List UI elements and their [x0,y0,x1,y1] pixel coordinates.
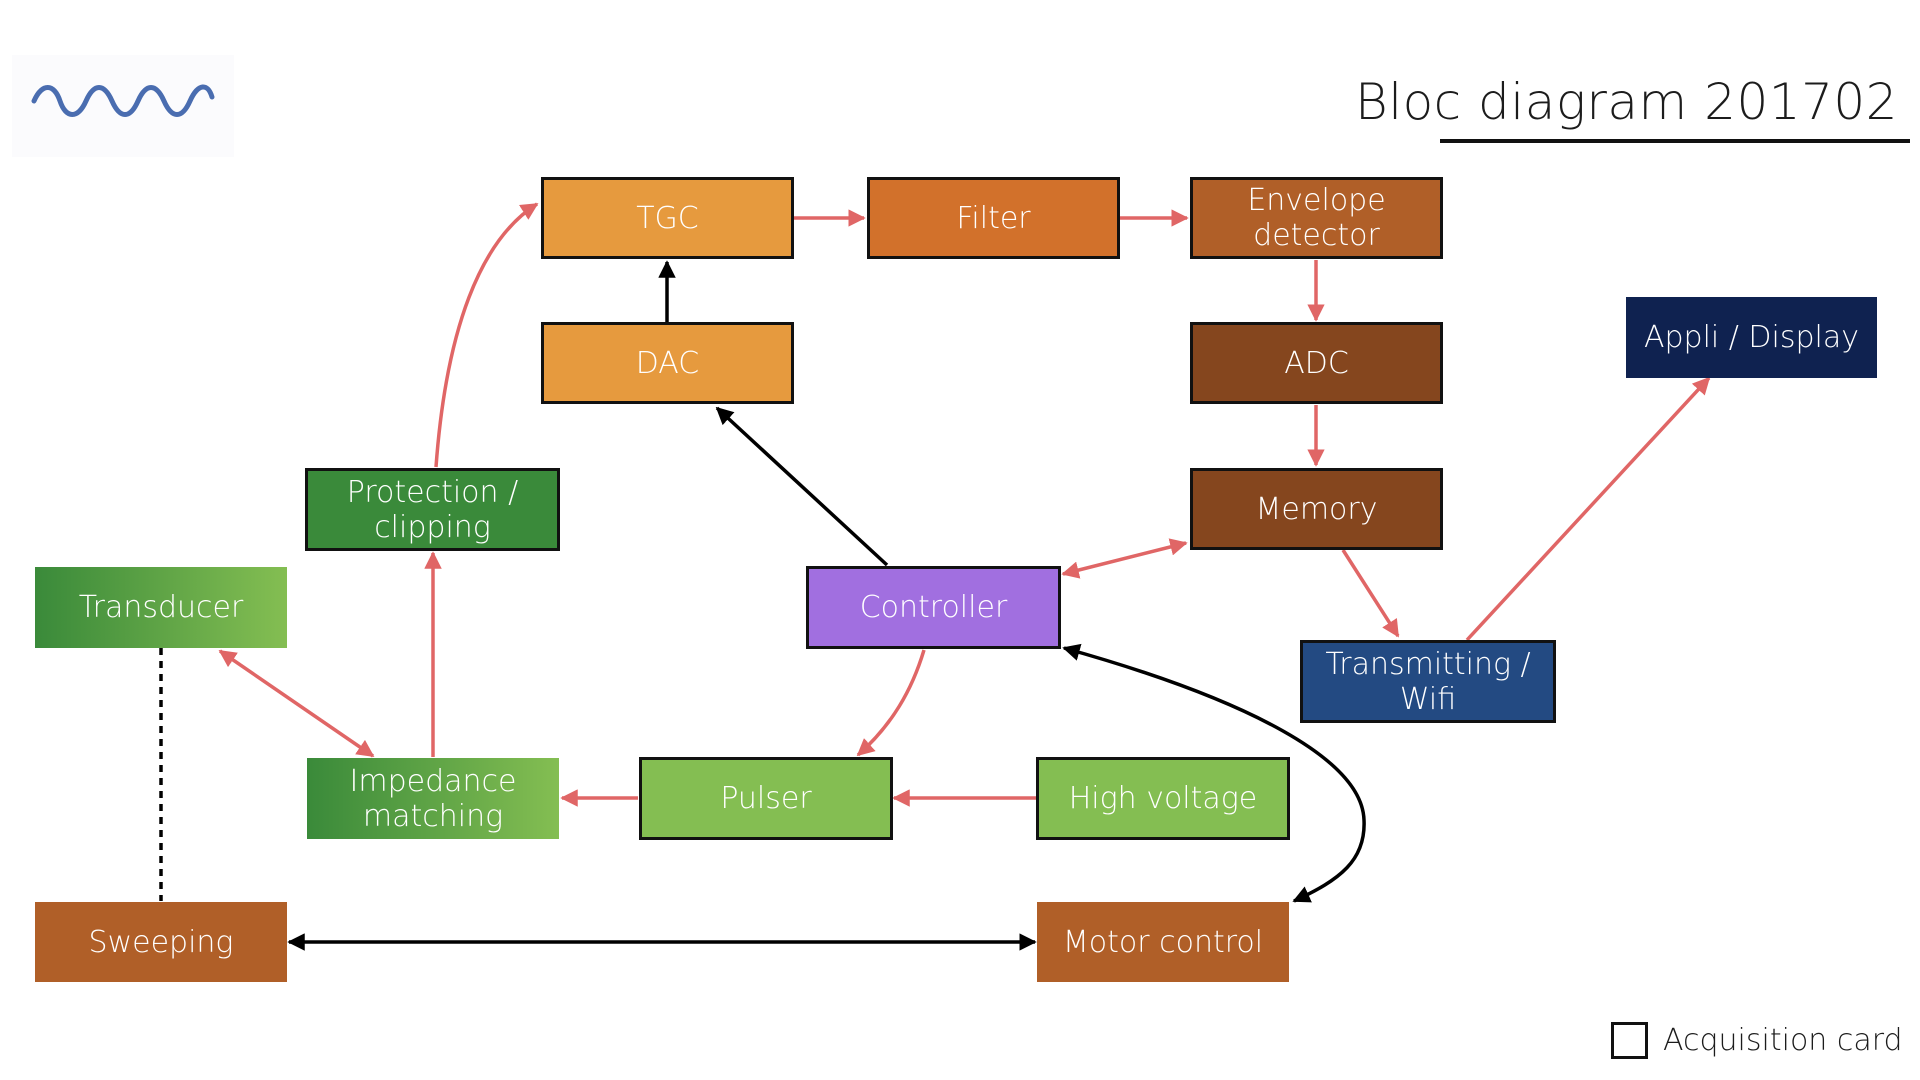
appli-display-block: Appli / Display [1626,297,1877,378]
arrow-protection-tgc [434,202,539,468]
dac-block: DAC [541,322,794,404]
transducer-block: Transducer [35,567,287,648]
arrow-memory-transmitting [1341,549,1400,638]
arrow-controller-dac [715,406,889,567]
legend-label: Acquisition card [1663,1023,1903,1058]
sweeping-block: Sweeping [35,902,287,982]
filter-block: Filter [867,177,1120,259]
arrow-transducer-impedance [218,649,375,758]
logo [12,55,234,157]
arrow-memory-controller [1061,538,1188,579]
title-underline [1440,139,1910,143]
arrow-controller-motor [1062,643,1366,903]
pulser-block: Pulser [639,757,893,840]
page-title: Bloc diagram 201702 [1354,73,1898,131]
memory-block: Memory [1190,468,1443,550]
high-voltage-block: High voltage [1036,757,1290,840]
protection-clipping-block: Protection / clipping [305,468,560,551]
motor-control-block: Motor control [1037,902,1289,982]
transmitting-wifi-block: Transmitting / Wifi [1300,640,1556,723]
impedance-matching-block: Impedance matching [307,758,559,839]
adc-block: ADC [1190,322,1443,404]
wave-logo-icon [31,84,215,117]
arrow-controller-pulser [856,649,926,757]
controller-block: Controller [806,566,1061,649]
envelope-detector-block: Envelope detector [1190,177,1443,259]
legend-swatch [1611,1022,1648,1059]
tgc-block: TGC [541,177,794,259]
arrow-transmitting-appli [1465,376,1711,642]
